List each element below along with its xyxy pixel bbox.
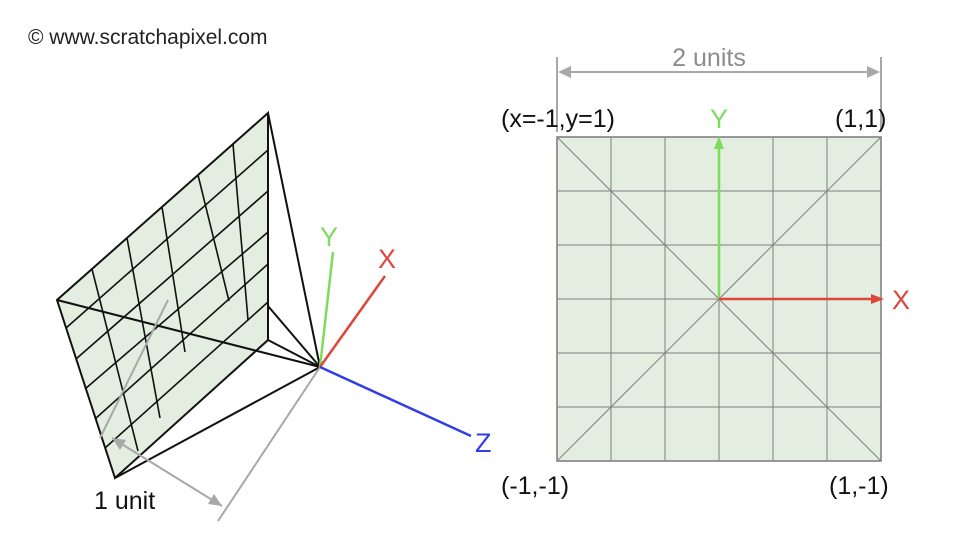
distance-guide-line	[99, 299, 169, 439]
y-axis-arrowhead	[714, 136, 724, 149]
frustum-edge	[114, 366, 321, 479]
width-dimension	[556, 57, 882, 132]
screen-window-view: 2 units Y X (x=-1,y=1) (1,1) (-1,-1)	[501, 44, 910, 500]
frustum-edge	[56, 299, 321, 368]
arrowhead	[208, 494, 222, 506]
width-label: 2 units	[672, 44, 746, 72]
distance-dimension	[99, 299, 321, 522]
plane-grid-line	[104, 301, 269, 449]
plane-grid-line	[65, 149, 269, 329]
arrowhead	[112, 438, 126, 450]
x-axis-3d	[318, 275, 387, 368]
arrowhead	[867, 66, 880, 78]
frustum-edge	[267, 305, 321, 368]
y-axis-label-2d: Y	[710, 104, 728, 134]
distance-guide-line	[217, 366, 321, 522]
corner-label-bottom-left: (-1,-1)	[501, 472, 569, 500]
frustum-edges	[56, 112, 321, 479]
y-axis-3d	[318, 251, 335, 368]
plane-grid-line	[232, 143, 249, 321]
x-axis-label-2d: X	[892, 285, 910, 315]
y-axis-label-3d: Y	[320, 222, 338, 252]
z-axis-label-3d: Z	[475, 428, 492, 458]
z-axis-3d	[319, 365, 472, 438]
plane-grid-line	[126, 237, 161, 419]
copyright-notice: © www.scratchapixel.com	[28, 26, 268, 49]
plane-grid-line	[161, 206, 186, 353]
frustum-edge	[267, 339, 321, 368]
image-plane-grid	[65, 143, 269, 452]
distance-arrow-line	[111, 437, 223, 507]
plane-grid-line	[84, 231, 269, 390]
unit-label: 1 unit	[94, 487, 155, 515]
arrowhead	[558, 66, 571, 78]
image-plane	[55, 110, 269, 480]
frustum-edge	[267, 112, 321, 368]
corner-label-top-left: (x=-1,y=1)	[501, 105, 615, 133]
plane-grid-line	[94, 263, 269, 420]
corner-label-top-right: (1,1)	[835, 105, 886, 133]
x-axis-arrowhead	[871, 294, 884, 304]
plane-grid-line	[75, 190, 269, 360]
x-axis-label-3d: X	[378, 244, 396, 274]
frustum-view: 1 unit Y X Z	[55, 110, 492, 522]
corner-label-bottom-right: (1,-1)	[829, 472, 889, 500]
